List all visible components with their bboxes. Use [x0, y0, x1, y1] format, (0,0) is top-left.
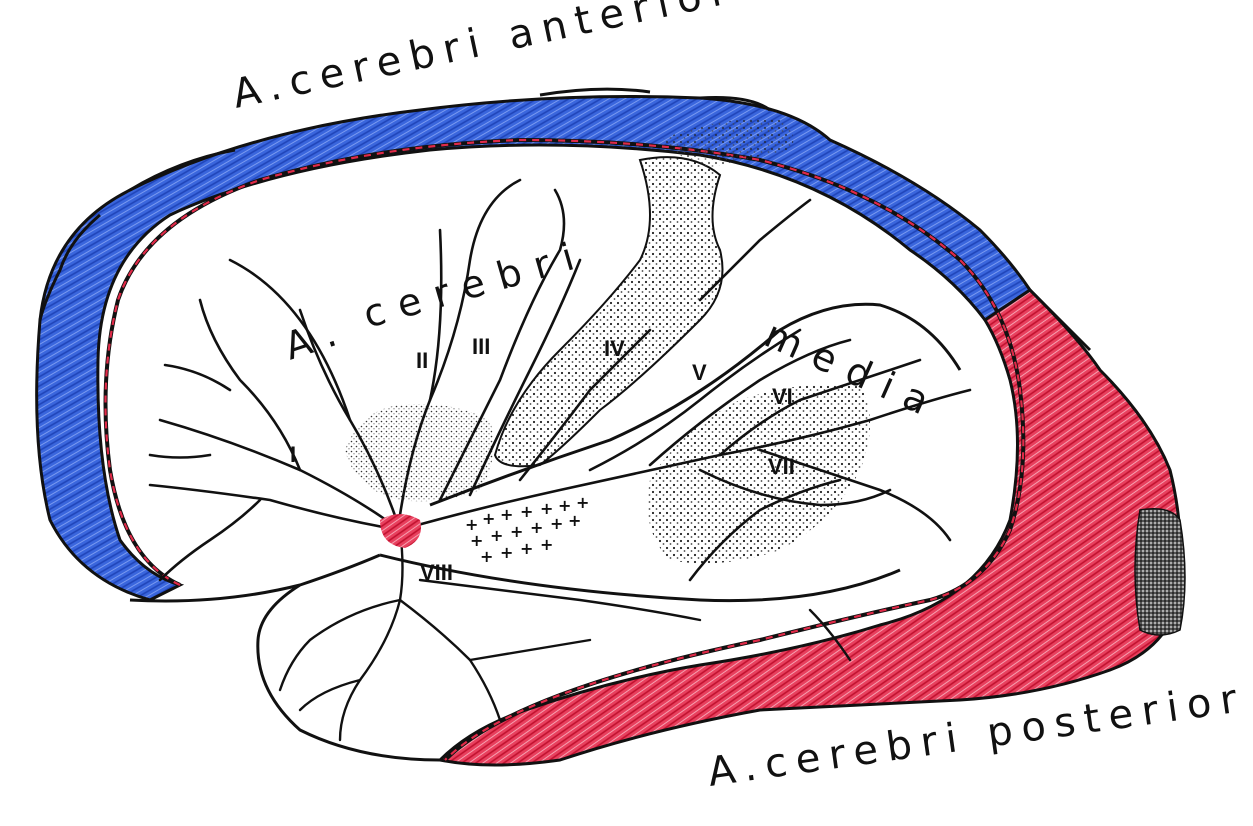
plus-mark: + [550, 514, 563, 533]
region-label-v: V [692, 360, 707, 385]
region-vi-vii-stipple [648, 384, 871, 563]
plus-mark: + [576, 493, 589, 512]
region-label-iii: III [472, 334, 490, 359]
occipital-stipple-patch [1135, 509, 1185, 635]
plus-mark: + [500, 543, 513, 562]
plus-mark: + [480, 547, 493, 566]
plus-mark: + [540, 535, 553, 554]
region-label-ii: II [416, 348, 428, 373]
label-media-a: A. [279, 307, 355, 369]
label-media-cerebri: cerebri [358, 231, 592, 337]
mca-origin-spot [380, 514, 421, 548]
plus-mark: + [568, 511, 581, 530]
plus-cluster: + + + + + + + + + + + + + + + + + [465, 493, 589, 566]
region-label-iv: IV [604, 336, 625, 361]
region-label-vii: VII [768, 454, 795, 479]
plus-mark: + [520, 539, 533, 558]
region-label-viii: VIII [420, 560, 453, 585]
region-label-i: I [290, 442, 296, 467]
region-label-vi: VI [772, 384, 793, 409]
